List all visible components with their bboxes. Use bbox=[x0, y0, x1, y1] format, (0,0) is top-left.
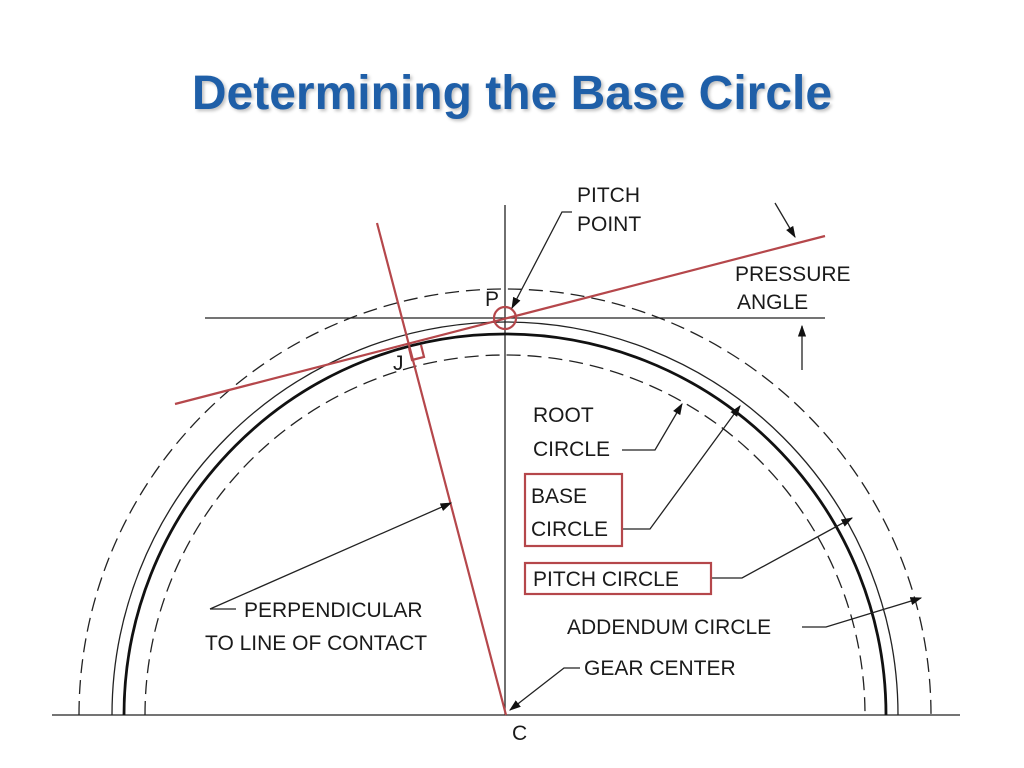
pressure-angle-arrow-top bbox=[774, 202, 796, 239]
base-circle-highlight-box bbox=[523, 472, 624, 548]
pressure-angle-label-1: PRESSURE bbox=[735, 263, 851, 286]
pitch-point-leader bbox=[511, 211, 572, 310]
addendum-circle-arc bbox=[78, 288, 932, 716]
perpendicular-label-2: TO LINE OF CONTACT bbox=[205, 632, 427, 655]
slide-title: Determining the Base Circle bbox=[191, 67, 833, 120]
base-circle-arc bbox=[122, 332, 888, 716]
pitch-point-marker bbox=[492, 305, 518, 331]
base-circle-leader bbox=[622, 405, 741, 530]
pitch-point-label-1: PITCH bbox=[577, 184, 640, 207]
root-circle-label-1: ROOT bbox=[533, 404, 594, 427]
point-j-label: J bbox=[393, 352, 404, 375]
addendum-circle-label: ADDENDUM CIRCLE bbox=[567, 616, 771, 639]
pitch-point-label-2: POINT bbox=[577, 213, 641, 236]
point-p-label: P bbox=[485, 288, 499, 311]
root-circle-leader bbox=[622, 402, 683, 451]
base-circle-label-1: BASE bbox=[531, 485, 587, 508]
point-c-label: C bbox=[512, 722, 527, 745]
pitch-circle-leader bbox=[711, 517, 854, 579]
perpendicular-leader-upper bbox=[209, 502, 453, 610]
gear-center-label: GEAR CENTER bbox=[584, 657, 736, 680]
perpendicular-label-1: PERPENDICULAR bbox=[244, 599, 423, 622]
addendum-circle-leader bbox=[802, 597, 923, 628]
line-of-contact bbox=[174, 234, 826, 406]
right-angle-mark bbox=[407, 344, 426, 362]
pressure-angle-label-2: ANGLE bbox=[737, 291, 808, 314]
pitch-circle-highlight-box bbox=[523, 561, 713, 596]
gear-center-leader bbox=[509, 667, 580, 711]
root-circle-arc bbox=[144, 354, 866, 716]
pitch-circle-label: PITCH CIRCLE bbox=[533, 568, 679, 591]
pitch-circle-arc bbox=[111, 321, 899, 716]
root-circle-label-2: CIRCLE bbox=[533, 438, 610, 461]
perpendicular-line bbox=[375, 222, 508, 716]
base-circle-label-2: CIRCLE bbox=[531, 518, 608, 541]
